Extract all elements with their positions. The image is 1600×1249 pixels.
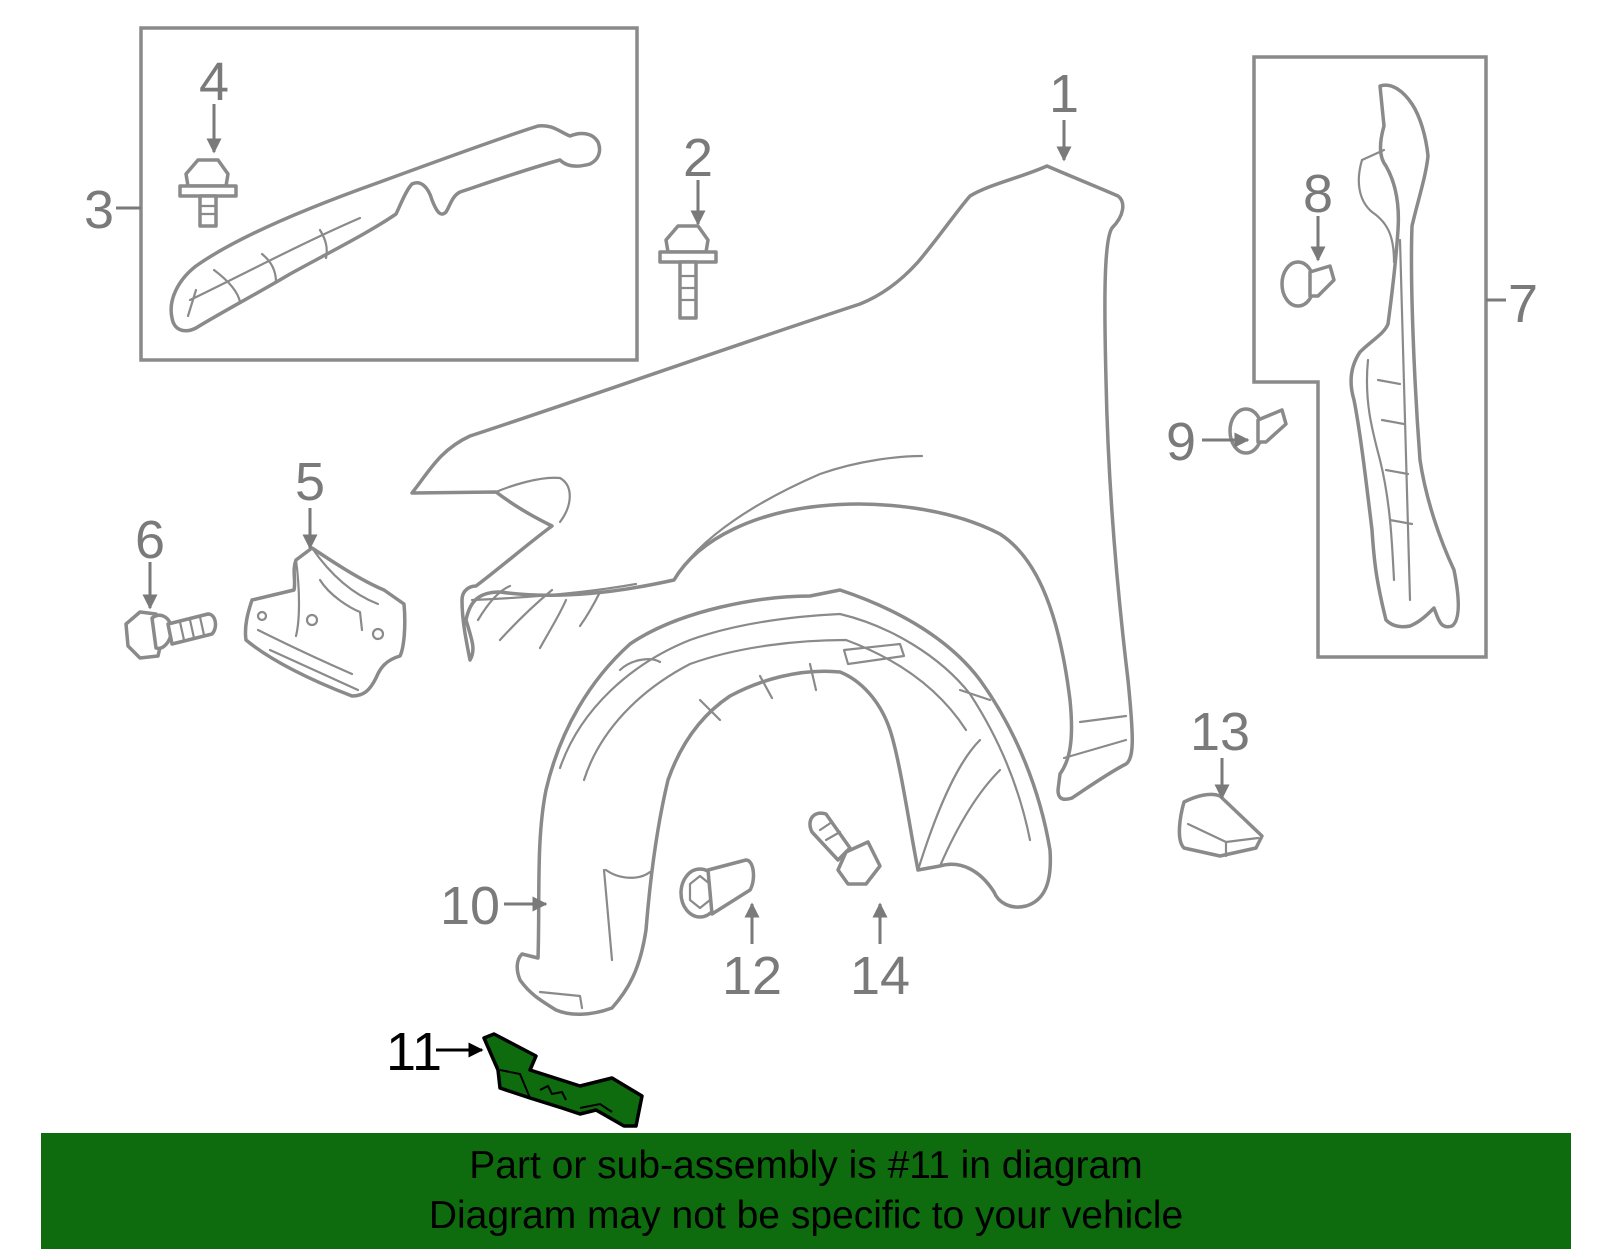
part-9-clip [1228,407,1288,455]
part-12-bolt [679,858,756,919]
part-8-clip [1280,260,1336,308]
part-7-seal [1349,83,1460,629]
notice-line-disclaimer: Diagram may not be specific to your vehi… [428,1194,1184,1237]
part-11-bracket [482,1032,644,1128]
callout-12: 12 [722,946,782,1006]
callout-11: 11 [386,1022,442,1082]
callout-3: 3 [84,180,114,240]
part-13-retainer [1177,792,1264,858]
notice-line-part: Part or sub-assembly is #11 in diagram [469,1144,1143,1187]
callout-13: 13 [1190,702,1250,762]
callout-5: 5 [295,452,325,512]
callout-14: 14 [850,946,910,1006]
callout-6: 6 [135,510,165,570]
callout-7: 7 [1508,274,1538,334]
callout-1: 1 [1049,64,1079,124]
part-2-bolt [658,224,718,320]
part-7-group-box [1252,55,1488,659]
part-3-seal [169,123,602,333]
part-1-fender [410,164,1134,802]
part-6-bolt [124,610,218,660]
callout-8: 8 [1303,164,1333,224]
callout-4: 4 [199,52,229,112]
callout-10: 10 [440,876,500,936]
callout-9: 9 [1166,412,1196,472]
part-4-bolt [178,158,238,228]
part-5-bracket [243,546,407,698]
part-3-group-box [139,26,639,362]
notice-banner: Part or sub-assembly is #11 in diagram D… [41,1133,1571,1249]
part-10-liner [515,588,1053,1016]
part-14-screw [808,811,882,886]
callout-2: 2 [683,128,713,188]
